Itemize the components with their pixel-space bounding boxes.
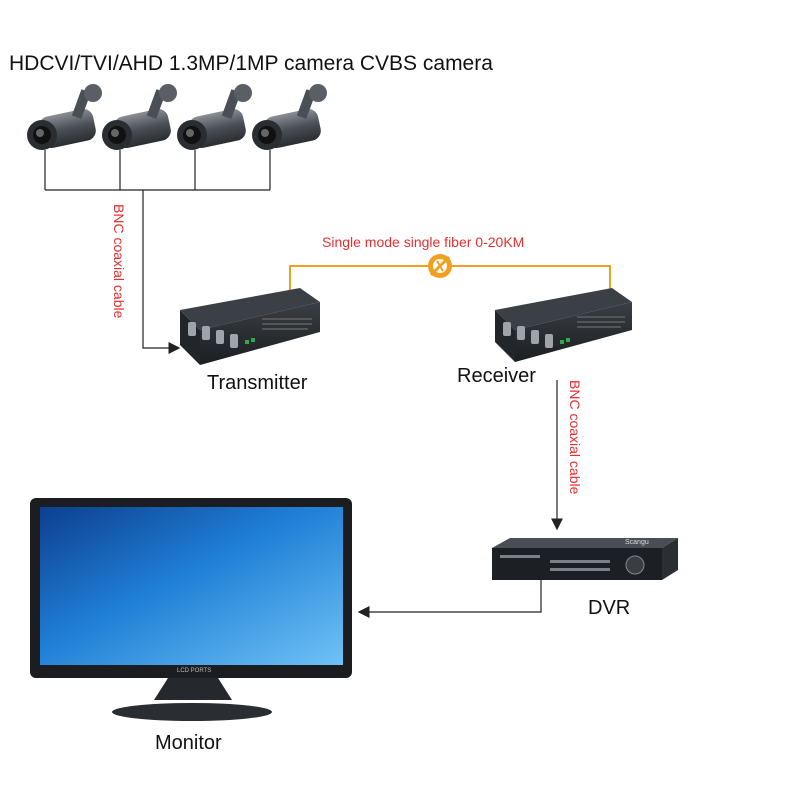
cable-label-right: BNC coaxial cable bbox=[567, 380, 583, 495]
diagram-title: HDCVI/TVI/AHD 1.3MP/1MP camera CVBS came… bbox=[9, 52, 493, 75]
receiver-icon bbox=[495, 288, 632, 362]
receiver-label: Receiver bbox=[457, 365, 536, 387]
fiber-link-icon bbox=[428, 254, 452, 278]
camera-bus bbox=[44, 150, 271, 354]
camera-icon bbox=[252, 84, 327, 150]
dvr-icon bbox=[492, 538, 678, 580]
monitor-icon bbox=[30, 498, 352, 721]
dvr-label: DVR bbox=[588, 597, 631, 619]
camera-icon bbox=[177, 84, 252, 150]
dvr-monitor-link bbox=[357, 580, 542, 618]
transmitter-label: Transmitter bbox=[207, 372, 308, 394]
fiber-label: Single mode single fiber 0-20KM bbox=[322, 234, 525, 250]
monitor-label: Monitor bbox=[155, 732, 222, 754]
cable-label-left: BNC coaxial cable bbox=[111, 204, 127, 319]
transmitter-icon bbox=[180, 288, 320, 365]
dvr-brand: Scangu bbox=[625, 539, 649, 546]
monitor-brand: LCD PORTS bbox=[177, 668, 212, 674]
camera-icon bbox=[27, 84, 102, 150]
camera-row bbox=[27, 84, 327, 150]
camera-icon bbox=[102, 84, 177, 150]
